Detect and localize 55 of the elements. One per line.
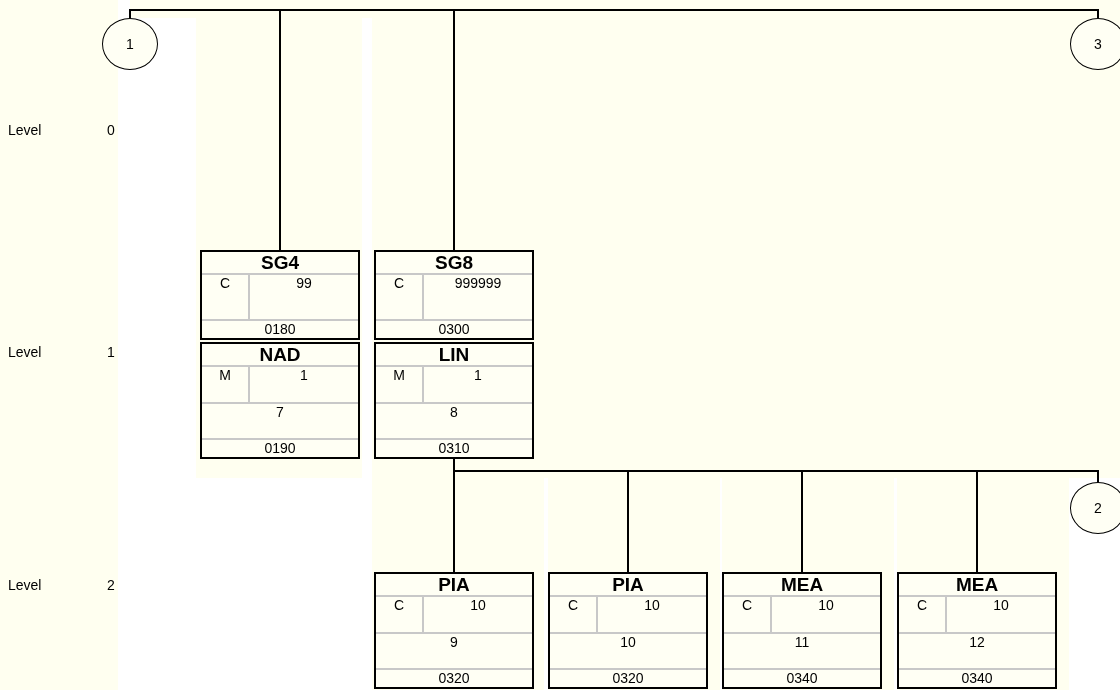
level-number: 1	[107, 344, 115, 360]
repeat-count: 10	[772, 595, 880, 632]
position-number: 0300	[376, 319, 532, 338]
status-code: C	[376, 595, 424, 632]
segment-tag: SG8	[376, 252, 532, 273]
segment-box	[200, 342, 360, 459]
segment-box	[374, 572, 534, 689]
repeat-count: 10	[424, 595, 532, 632]
repeat-count: 99	[250, 273, 358, 319]
position-number: 0340	[899, 668, 1055, 687]
segment-box	[374, 342, 534, 459]
connector-line	[129, 9, 1099, 19]
position-number: 10	[550, 631, 706, 668]
level-label: Level	[8, 122, 42, 138]
repeat-count: 1	[424, 365, 532, 402]
segment-group-box	[374, 250, 534, 340]
level-number: 2	[107, 577, 115, 593]
status-code: M	[202, 365, 250, 402]
repeat-count: 10	[947, 595, 1055, 632]
status-code: C	[899, 595, 947, 632]
status-code: C	[202, 273, 250, 319]
status-code: M	[376, 365, 424, 402]
position-number: 12	[899, 631, 1055, 668]
repeat-count: 10	[598, 595, 706, 632]
level-number: 0	[107, 122, 115, 138]
connector-circle: 1	[102, 18, 158, 70]
connector-circle: 2	[1070, 482, 1120, 534]
position-number: 0340	[724, 668, 880, 687]
segment-group-box	[200, 250, 360, 340]
status-code: C	[550, 595, 598, 632]
position-number: 9	[376, 631, 532, 668]
segment-tag: MEA	[899, 574, 1055, 595]
segment-tag: PIA	[550, 574, 706, 595]
level-label: Level	[8, 344, 42, 360]
segment-tag: SG4	[202, 252, 358, 273]
segment-tag: PIA	[376, 574, 532, 595]
position-number: 0190	[202, 438, 358, 457]
level-label: Level	[8, 577, 42, 593]
position-number: 0180	[202, 319, 358, 338]
repeat-count: 999999	[424, 273, 532, 319]
position-number: 0310	[376, 438, 532, 457]
status-code: C	[376, 273, 424, 319]
segment-box	[897, 572, 1057, 689]
repeat-count: 1	[250, 365, 358, 402]
segment-tag: NAD	[202, 344, 358, 365]
position-number: 0320	[376, 668, 532, 687]
position-number: 0320	[550, 668, 706, 687]
status-code: C	[724, 595, 772, 632]
segment-box	[722, 572, 882, 689]
position-number: 11	[724, 631, 880, 668]
segment-tag: LIN	[376, 344, 532, 365]
position-number: 7	[202, 401, 358, 438]
segment-tag: MEA	[724, 574, 880, 595]
position-number: 8	[376, 401, 532, 438]
segment-box	[548, 572, 708, 689]
